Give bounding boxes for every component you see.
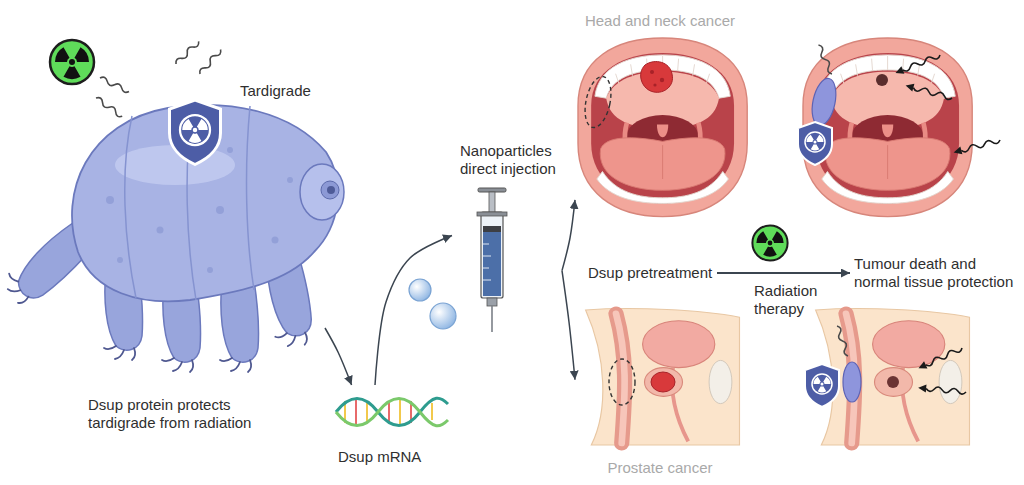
shield-icon xyxy=(798,122,832,165)
wave-ray xyxy=(99,76,130,94)
syringe-icon xyxy=(477,188,507,332)
mouth-illustration xyxy=(798,38,1001,217)
flow-arrow xyxy=(325,328,352,385)
label-text: Tumour death and normal tissue protectio… xyxy=(854,255,1018,291)
edge-label: Radiation therapy xyxy=(754,282,838,318)
figure-panel: Prostate cancer xyxy=(575,310,745,480)
wave-ray xyxy=(894,51,942,76)
wave-ray xyxy=(835,325,851,357)
wave-ray xyxy=(198,48,222,76)
label-text: Prostate cancer xyxy=(607,459,712,477)
water-bear-figure xyxy=(0,100,344,372)
label-text: Nanoparticles direct injection xyxy=(460,142,560,178)
figure-panel: Head and neck cancer xyxy=(575,12,745,227)
tumour-remnant xyxy=(876,74,888,86)
step-label: Dsup pretreatment xyxy=(584,262,717,284)
flow-arrow xyxy=(562,271,575,380)
hazard-badge xyxy=(50,40,94,84)
shield-icon xyxy=(170,100,221,165)
protected-zone xyxy=(808,76,839,128)
label-text: Dsup mRNA xyxy=(338,448,421,466)
tumour-blob xyxy=(651,372,675,392)
skin-bump xyxy=(106,147,293,273)
wave-ray xyxy=(953,136,1001,156)
flow-arrow xyxy=(562,200,575,271)
hazard-badge xyxy=(752,225,787,260)
rna-strand xyxy=(336,398,448,426)
wave-ray xyxy=(918,384,967,396)
pelvis-illustration xyxy=(805,309,970,445)
label-text: Tardigrade xyxy=(240,82,311,100)
label-text: Dsup pretreatment xyxy=(588,264,712,282)
step-label: Tumour death and normal tissue protectio… xyxy=(850,253,1022,293)
lipid-sphere-pair xyxy=(409,279,456,329)
wave-ray xyxy=(816,44,834,75)
wave-ray xyxy=(905,82,953,102)
flow-arrow xyxy=(375,236,452,385)
tumour-blob xyxy=(641,62,673,93)
wave-ray xyxy=(95,96,124,118)
wave-ray xyxy=(917,344,964,372)
figure-panel: Dsup mRNA xyxy=(330,385,450,470)
pelvis-illustration xyxy=(586,309,740,445)
mouth-illustration xyxy=(578,38,747,217)
shield-icon xyxy=(805,364,839,407)
head-shape xyxy=(300,164,344,220)
protected-zone xyxy=(843,362,861,402)
hazard-group xyxy=(50,40,222,119)
label-text: Head and neck cancer xyxy=(585,12,735,30)
mouth-hole xyxy=(327,186,335,194)
label-holder: Radiation therapy xyxy=(754,282,838,318)
flow-arrow xyxy=(717,272,850,274)
wave-ray xyxy=(174,40,200,66)
dashed-zone xyxy=(581,74,615,130)
label-text: Dsup protein protects tardigrade from ra… xyxy=(88,396,293,432)
figure-panel: TardigradeDsup protein protects tardigra… xyxy=(40,40,325,440)
connector-group xyxy=(325,200,850,385)
mouth-ring xyxy=(321,181,339,199)
tumour-remnant xyxy=(887,376,899,388)
figure-panel: Nanoparticles direct injection xyxy=(452,140,562,335)
dashed-zone xyxy=(609,359,635,405)
